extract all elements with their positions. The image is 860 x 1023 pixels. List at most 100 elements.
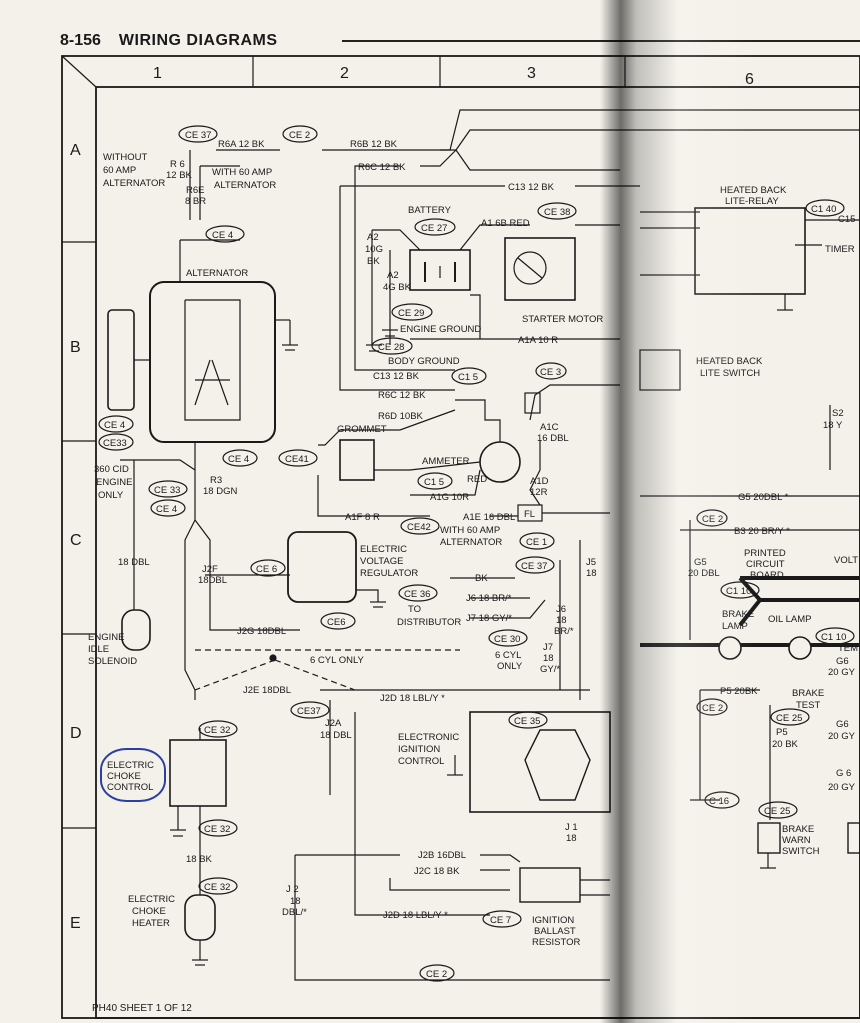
row-label-b: B	[70, 339, 81, 356]
connector-c15: C1 5	[458, 372, 478, 383]
label-oil-lamp: OIL LAMP	[768, 614, 811, 625]
label-j2-dbl: DBL/*	[282, 907, 307, 918]
connector-c110: C1 10	[821, 632, 846, 643]
label-g6a: G6	[836, 656, 849, 667]
starter-motor	[504, 237, 576, 301]
connector-ce37: CE37	[297, 706, 321, 717]
label-choke-control: CONTROL	[107, 782, 153, 793]
grommet	[339, 439, 375, 481]
label-control: CONTROL	[398, 756, 444, 767]
brake-warn-switch	[757, 822, 781, 854]
connector-ce42: CE42	[407, 522, 431, 533]
label-r6: R 6	[170, 159, 185, 170]
label-evr-voltage: VOLTAGE	[360, 556, 403, 567]
label-battery: BATTERY	[408, 205, 452, 216]
wire-j2c: J2C 18 BK	[414, 866, 460, 877]
label-resistor: RESISTOR	[532, 937, 581, 948]
label-j1-18: 18	[566, 833, 577, 844]
connector-ce37: CE 37	[521, 561, 547, 572]
wire-r6c: R6C 12 BK	[358, 162, 406, 173]
connector-ce2: CE 2	[702, 703, 723, 714]
connector-ce32: CE 32	[204, 725, 230, 736]
wire-b3: B3 20 BR/Y *	[734, 526, 790, 537]
page-title: WIRING DIAGRAMS	[118, 32, 278, 49]
connector-c110: C1 10	[726, 586, 751, 597]
label-evr-regulator: REGULATOR	[360, 568, 418, 579]
wire-a1e: A1E 16 DBL	[463, 512, 515, 523]
label-electric-heater: ELECTRIC	[128, 894, 175, 905]
connector-ce33: CE33	[103, 438, 127, 449]
label-g5: G5	[694, 557, 707, 568]
label-j6: J6	[556, 604, 566, 615]
label-j2a-gauge: 18 DBL	[320, 730, 352, 741]
connector-ce36: CE 36	[404, 589, 430, 600]
label-timer: TIMER	[825, 244, 855, 255]
alternator	[149, 281, 276, 443]
connector-ce4: CE 4	[156, 504, 177, 515]
wire-j2d-b: J2D 18 LBL/Y *	[383, 910, 448, 921]
label-choke-heater: CHOKE	[132, 906, 166, 917]
label-j2-18: 18	[290, 896, 301, 907]
label-idle: IDLE	[88, 644, 109, 655]
label-warn: WARN	[782, 835, 811, 846]
label-g6c-gauge: 20 GY	[828, 782, 856, 793]
wire-a1f: A1F 8 R	[345, 512, 380, 523]
wire-a1g: A1G 10R	[430, 492, 469, 503]
label-a2-10g: 10G	[365, 244, 383, 255]
connector-ce37: CE 37	[185, 130, 211, 141]
label-printed: PRINTED	[744, 548, 786, 559]
connector-ce38: CE 38	[544, 207, 570, 218]
label-360cid-only: ONLY	[98, 490, 124, 501]
inner-frame	[95, 86, 860, 1019]
label-p5-gauge: 20 BK	[772, 739, 799, 750]
row-label-e: E	[70, 915, 81, 932]
label-j2f: J2F	[202, 564, 218, 575]
label-j6-br: BR/*	[554, 626, 574, 637]
label-6cyl-only-dash: 6 CYL ONLY	[310, 655, 365, 666]
label-r6-gauge: 12 BK	[166, 170, 193, 181]
label-heated-back: HEATED BACK	[720, 185, 787, 196]
column-label-3: 3	[527, 65, 536, 82]
connector-ce2: CE 2	[702, 514, 723, 525]
label-alternator: ALTERNATOR	[103, 178, 165, 189]
label-360cid-engine: ENGINE	[96, 477, 132, 488]
label-ballast: BALLAST	[534, 926, 576, 937]
label-alternator: ALTERNATOR	[186, 268, 248, 279]
engine-idle-solenoid	[121, 609, 151, 651]
label-a1d: A1D	[530, 476, 549, 487]
label-with60-alt: ALTERNATOR	[214, 180, 276, 191]
label-a1d-gauge: 12R	[530, 487, 548, 498]
connector-ce6: CE 6	[256, 564, 277, 575]
label-s2-gauge: 18 Y	[823, 420, 843, 431]
label-r3-gauge: 18 DGN	[203, 486, 237, 497]
connector-ce7: CE 7	[490, 915, 511, 926]
connector-ce25: CE 25	[764, 806, 790, 817]
label-fl: FL	[524, 509, 535, 520]
wire-g5: G5 20DBL *	[738, 492, 789, 503]
connector-ce32: CE 32	[204, 882, 230, 893]
label-j1: J 1	[565, 822, 578, 833]
label-without: WITHOUT	[103, 152, 148, 163]
label-c15: C15	[838, 214, 855, 225]
column-label-6: 6	[745, 71, 754, 88]
label-heated-back-switch: HEATED BACK	[696, 356, 763, 367]
label-a1c: A1C	[540, 422, 559, 433]
wire-c13-b: C13 12 BK	[373, 371, 420, 382]
connector-ce27: CE 27	[421, 223, 447, 234]
electric-choke-heater	[184, 894, 216, 941]
label-ignition: IGNITION	[398, 744, 440, 755]
label-board: BOARD	[750, 570, 784, 581]
label-tem: TEM	[838, 643, 858, 654]
label-solenoid: SOLENOID	[88, 656, 137, 667]
label-engine-ground: ENGINE GROUND	[400, 324, 481, 335]
label-evr: ELECTRIC	[360, 544, 407, 555]
label-j5: J5	[586, 557, 596, 568]
label-switch: SWITCH	[782, 846, 820, 857]
label-s2: S2	[832, 408, 844, 419]
label-a1c-gauge: 16 DBL	[537, 433, 569, 444]
wire-r6a: R6A 12 BK	[218, 139, 265, 150]
label-test: TEST	[796, 700, 820, 711]
label-with60-c-alt: ALTERNATOR	[440, 537, 502, 548]
connector-ce4: CE 4	[228, 454, 249, 465]
